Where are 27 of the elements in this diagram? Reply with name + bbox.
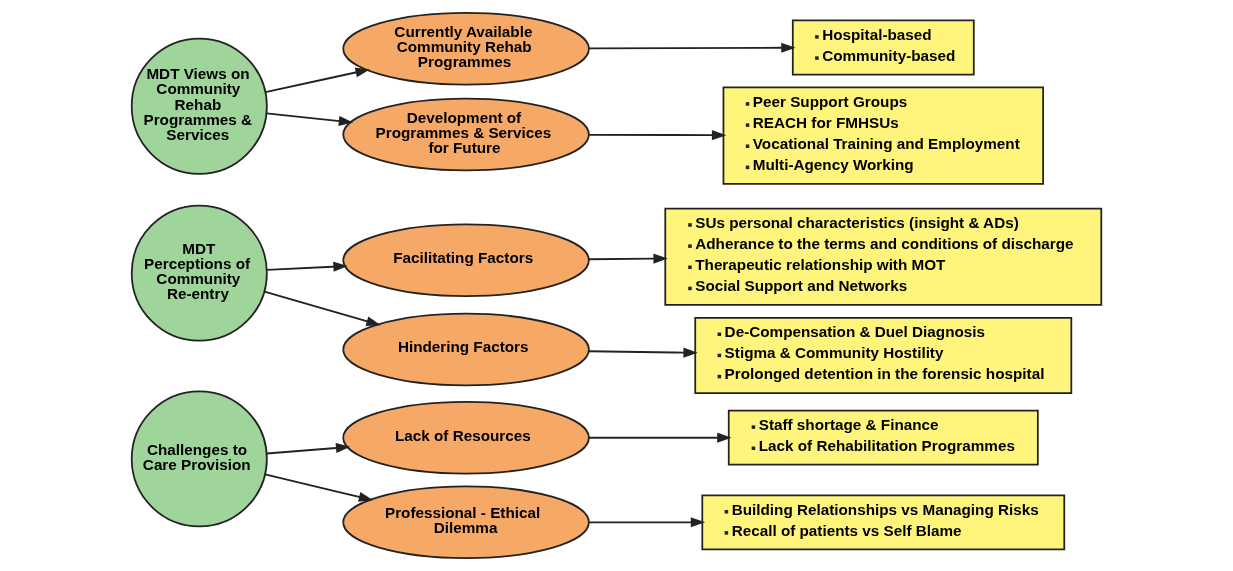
arrow xyxy=(587,42,796,53)
arrow xyxy=(587,130,727,141)
arrow xyxy=(263,290,381,327)
arrow xyxy=(265,112,354,127)
node-ellipse: Professional - Ethical Dilemma xyxy=(342,485,590,560)
node-box: Staff shortage & Finance Lack of Rehabilitation Programmes xyxy=(727,409,1039,466)
arrow xyxy=(587,347,698,358)
node-box: Peer Support Groups REACH for FMHSUs Vocational Training and Employment Multi-Agency Working xyxy=(722,86,1044,185)
node-ellipse: Development of Programmes & Services for Future xyxy=(342,97,590,172)
node-ellipse: Hindering Factors xyxy=(342,312,590,387)
node-circle: MDT Views on Community Rehab Programmes & Services xyxy=(130,37,268,175)
arrow xyxy=(587,253,668,264)
arrow xyxy=(587,517,706,528)
node-box: Building Relationships vs Managing Risks Recall of patients vs Self Blame xyxy=(701,494,1066,551)
arrow xyxy=(587,432,732,443)
node-box: De-Compensation & Duel Diagnosis Stigma & Community Hostility Prolonged detention in the forensic hospital xyxy=(694,316,1073,394)
node-box: SUs personal characteristics (insight & ADs) Adherance to the terms and conditions of discharge Therapeutic relationship with MOT Social Support and Networks xyxy=(664,207,1103,306)
arrow xyxy=(265,261,348,272)
node-ellipse: Currently Available Community Rehab Programmes xyxy=(342,11,590,86)
arrow xyxy=(264,473,374,502)
node-circle: MDT Perceptions of Community Re-entry xyxy=(130,204,268,342)
node-ellipse: Facilitating Factors xyxy=(342,223,590,297)
node-box: Hospital-based Community-based xyxy=(791,19,975,76)
node-ellipse: Lack of Resources xyxy=(342,400,590,475)
node-circle: Challenges to Care Provision xyxy=(130,390,268,528)
arrow xyxy=(265,443,351,455)
arrow xyxy=(264,67,370,94)
